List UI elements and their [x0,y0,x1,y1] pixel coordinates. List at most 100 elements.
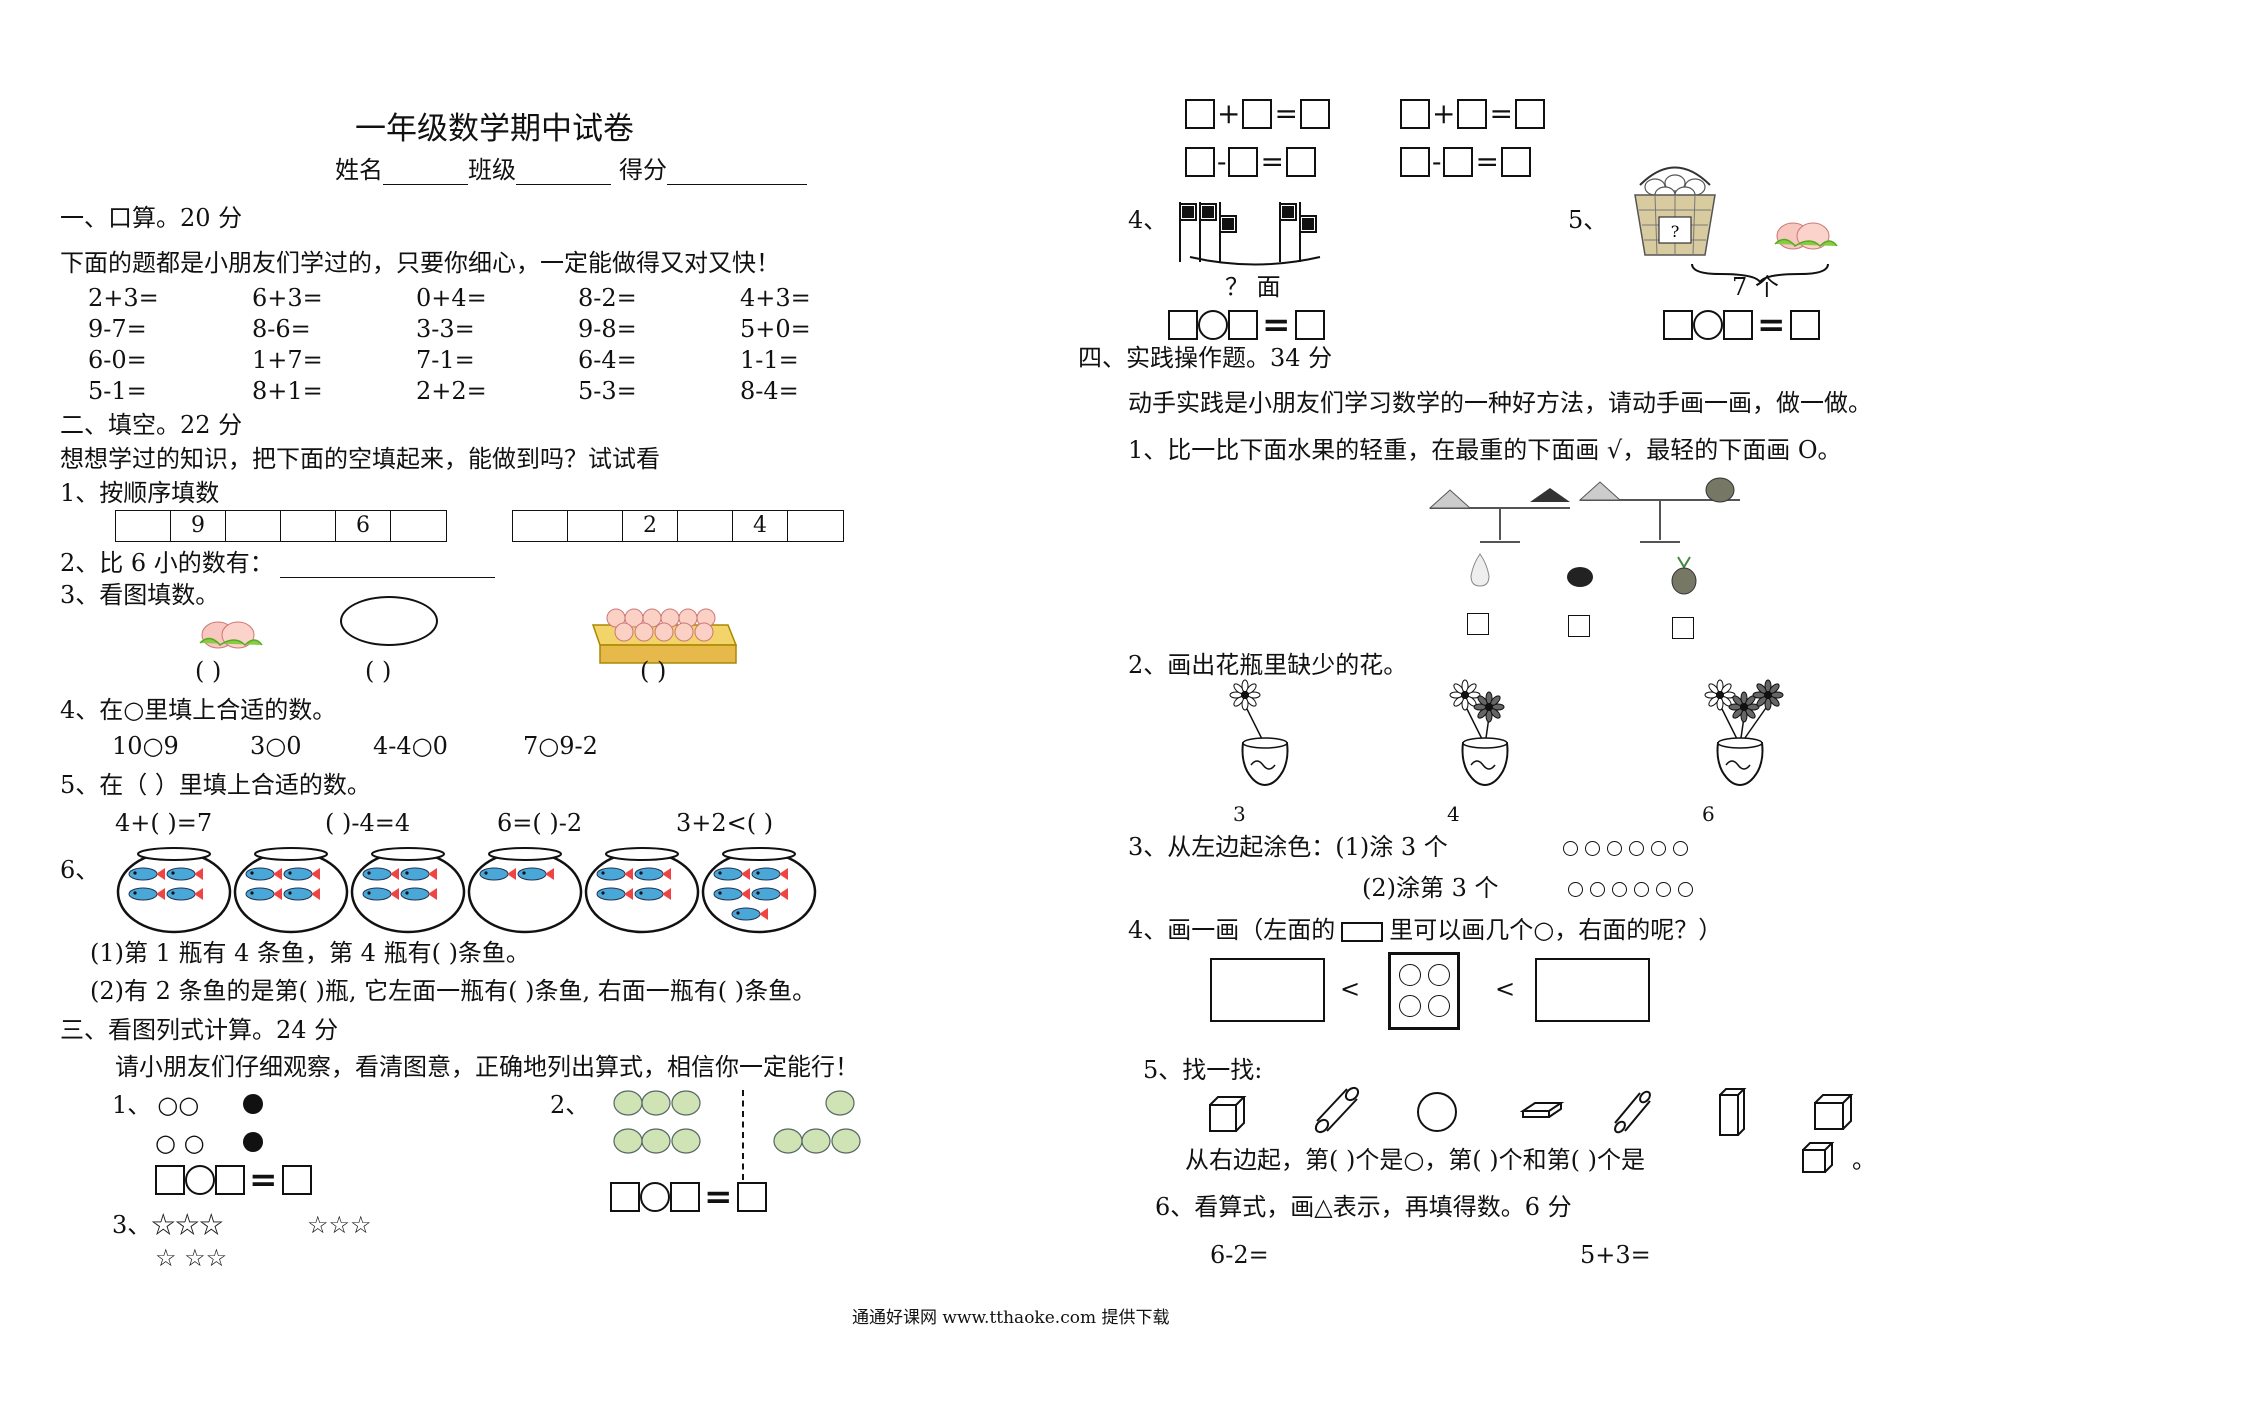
cube-inline-icon [1802,1142,1835,1173]
sequence-cell[interactable]: 2 [623,511,678,541]
q4-3-label-1: 3、从左边起涂色：(1)涂 3 个 [1128,833,1448,861]
sequence-cell[interactable] [281,511,336,541]
vase-label: 4 [1447,802,1460,826]
q3-3-stars-left: ☆☆☆ [151,1211,224,1239]
mental-math-item: 6-4= [578,346,637,374]
q2-6-part-2: (2)有 2 条鱼的是第( )瓶, 它左面一瓶有( )条鱼, 右面一瓶有( )条… [90,977,817,1005]
circle-icon[interactable] [1678,882,1693,897]
mental-math-item: 5-1= [88,377,147,405]
fish-icon [634,867,671,881]
class-field[interactable] [516,184,611,185]
circle-icon[interactable] [1612,882,1627,897]
fish-icon [479,867,516,881]
sequence-cell[interactable]: 4 [733,511,788,541]
q3-4-equation[interactable]: = [1168,305,1325,345]
section-4-heading: 四、实践操作题。34 分 [1078,344,1333,372]
sequence-cell[interactable] [568,511,623,541]
divider-dashed-line [742,1090,744,1180]
fish-icon [400,867,437,881]
fish-icon [128,867,165,881]
circle-icon[interactable] [1568,882,1583,897]
sequence-cell[interactable] [116,511,171,541]
circle-icon[interactable] [1607,841,1622,856]
peach-tray-icon [591,608,738,664]
answer-square-pineapple[interactable] [1672,617,1694,639]
vase-label: 3 [1233,802,1246,826]
top-equation-3[interactable]: -= [1185,145,1316,178]
fish-bowl-icon [350,847,466,934]
name-field[interactable] [383,184,468,185]
sequence-cell[interactable]: 9 [171,511,226,541]
circle-icon[interactable] [1590,882,1605,897]
circle-icon[interactable] [1673,841,1688,856]
q3-3-label: 3、☆☆☆ [112,1210,223,1240]
mental-math-item: 2+2= [416,377,487,405]
q3-2-equation[interactable]: = [610,1177,767,1217]
q2-5-item-4: 3+2<( ) [676,809,774,837]
sequence-cell[interactable]: 6 [336,511,391,541]
q4-4-text: 4、画一画（左面的 [1128,916,1336,944]
circle-icon[interactable] [1629,841,1644,856]
circle-icon[interactable] [1651,841,1666,856]
less-than-2: < [1495,975,1516,1003]
section-3-heading: 三、看图列式计算。24 分 [60,1016,339,1044]
sequence-cell[interactable] [226,511,281,541]
fish-icon [245,867,282,881]
circle-icon[interactable] [1585,841,1600,856]
q3-1-equation[interactable]: = [155,1160,312,1200]
q2-5-item-2: ( )-4=4 [325,809,411,837]
brace-icon [1691,263,1829,284]
circle-icon[interactable] [1634,882,1649,897]
section-1-heading: 一、口算。20 分 [60,204,243,232]
top-equation-4[interactable]: -= [1400,145,1531,178]
q3-5-equation[interactable]: = [1663,305,1820,345]
oval-count-paren[interactable]: ( ) [365,657,392,685]
score-field[interactable] [667,184,807,185]
fish-icon [731,907,768,921]
q3-1-hollow-row-2: ○ ○ [155,1129,205,1157]
circle-row-1 [1563,838,1695,857]
name-label: 姓名 [335,156,383,184]
fish-icon [362,867,399,881]
flower-icon [1229,679,1266,746]
tray-count-paren[interactable]: ( ) [640,657,667,685]
top-equation-1[interactable]: += [1185,97,1330,130]
circle-icon[interactable] [1656,882,1671,897]
mental-math-item: 8+1= [252,377,323,405]
q3-1-num: 1、 [112,1091,152,1119]
draw-box-right[interactable] [1535,958,1650,1022]
fish-icon [634,887,671,901]
footer-credit: 通通好课网 www.tthaoke.com 提供下载 [852,1308,1170,1328]
q2-2-answer-line[interactable] [279,577,495,578]
section-4-intro: 动手实践是小朋友们学习数学的一种好方法，请动手画一画，做一做。 [1128,389,1872,417]
circle-icon[interactable] [1563,841,1578,856]
q3-5-caption: 7 个 [1732,273,1779,301]
sequence-cell[interactable] [391,511,446,541]
q4-5-text: 从右边起，第( )个是○，第( )个和第( )个是 [1185,1145,1645,1175]
fish-icon [596,867,633,881]
q3-4-label: 4、 [1128,206,1168,234]
q4-6-item-1: 6-2= [1210,1241,1269,1269]
filled-dot-1 [243,1094,263,1114]
mental-math-item: 6+3= [252,284,323,312]
mental-math-item: 7-1= [416,346,475,374]
q4-6-label: 6、看算式，画△表示，再填得数。6 分 [1155,1193,1572,1221]
sequence-cell[interactable] [678,511,733,541]
flower-icon [1728,691,1760,746]
answer-square-pear[interactable] [1467,613,1489,635]
sequence-cell[interactable] [788,511,843,541]
cylinder-icon-2 [1614,1090,1651,1134]
top-equation-2[interactable]: += [1400,97,1545,130]
cube-icon-2 [1814,1094,1854,1130]
mental-math-item: 3-3= [416,315,475,343]
q2-6-part-1: (1)第 1 瓶有 4 条鱼，第 4 瓶有( )条鱼。 [90,939,530,967]
sphere-icon [1417,1092,1457,1132]
q4-5-label: 5、找一找: [1143,1056,1263,1084]
q2-1-label: 1、按顺序填数 [60,479,220,507]
draw-box-left[interactable] [1210,958,1325,1022]
flower-icon [1449,679,1486,746]
peach-count-paren[interactable]: ( ) [195,657,222,685]
answer-square-plum[interactable] [1568,615,1590,637]
sequence-cell[interactable] [513,511,568,541]
